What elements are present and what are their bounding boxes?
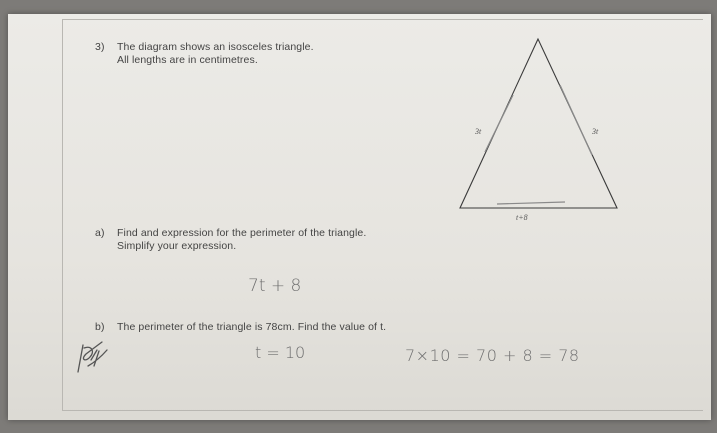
part-a-handwritten-answer: 7t + 8 bbox=[248, 276, 302, 296]
tick-mark-right bbox=[559, 84, 593, 156]
part-a-label: a) bbox=[95, 227, 105, 239]
question-line-2: All lengths are in centimetres. bbox=[117, 53, 258, 66]
right-side-label: 3t bbox=[592, 127, 599, 136]
question-number: 3) bbox=[95, 41, 105, 53]
question-frame bbox=[62, 19, 703, 411]
part-a-line-1: Find and expression for the perimeter of… bbox=[117, 227, 367, 239]
part-a-line-2: Simplify your expression. bbox=[117, 239, 237, 252]
part-b-line-1: The perimeter of the triangle is 78cm. F… bbox=[117, 321, 387, 333]
part-b-question: b) The perimeter of the triangle is 78cm.… bbox=[95, 321, 386, 334]
part-b-handwritten-answer: t = 10 bbox=[255, 343, 306, 362]
question-header: 3) The diagram shows an isosceles triangl… bbox=[95, 41, 314, 66]
base-label: t+8 bbox=[516, 213, 528, 222]
tick-mark-base bbox=[496, 201, 566, 205]
tick-mark-left bbox=[484, 94, 514, 153]
part-a-question: a) Find and expression for the perimeter … bbox=[95, 227, 366, 252]
left-side-label: 3t bbox=[475, 127, 482, 136]
part-b-label: b) bbox=[95, 321, 105, 333]
worksheet-page bbox=[8, 14, 711, 420]
question-line-1: The diagram shows an isosceles triangle. bbox=[117, 41, 314, 53]
part-b-handwritten-working: 7×10 = 70 + 8 = 78 bbox=[405, 346, 580, 365]
